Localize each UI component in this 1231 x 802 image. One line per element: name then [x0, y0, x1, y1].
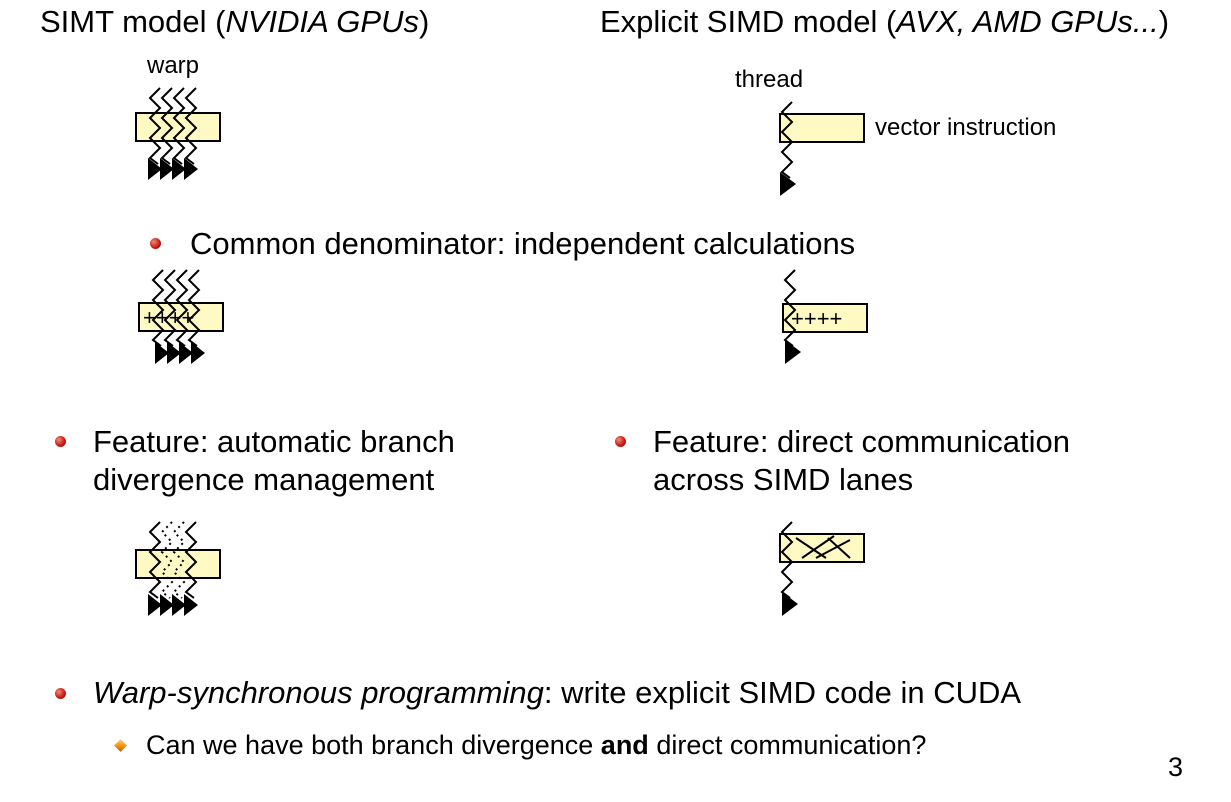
thread-path [172, 87, 186, 165]
thread-arrowhead [780, 172, 796, 196]
page-number: 3 [1168, 752, 1184, 782]
warp-instruction-box [135, 549, 221, 579]
inactive-thread-path [160, 521, 174, 599]
thread-path [160, 87, 174, 165]
plus-signs: ++++ [791, 306, 842, 331]
thread-arrowhead [184, 158, 198, 180]
thread-path [148, 87, 162, 165]
bullet-dot [150, 238, 161, 249]
thread-arrowhead [148, 594, 162, 616]
thread-arrowhead [184, 594, 198, 616]
bullet-dot [55, 688, 66, 699]
feature-simt-line1: Feature: automatic branch [93, 424, 455, 459]
thread-path [184, 521, 198, 599]
thread-path [187, 269, 201, 347]
thread-arrowhead [785, 340, 801, 364]
thread-path [148, 521, 162, 599]
bullet-dot [55, 436, 66, 447]
simt-branch-divergence-diagram [135, 521, 221, 616]
thread-path [163, 269, 177, 347]
thread-arrowhead [782, 592, 798, 616]
thread-arrowhead [172, 594, 186, 616]
lane-exchange-line [815, 539, 851, 559]
common-denominator-bullet: Common denominator: independent calculat… [190, 226, 856, 261]
thread-arrowhead [179, 342, 193, 364]
simd-lane-communication-diagram [779, 521, 865, 616]
simt-warp-diagram [135, 87, 221, 180]
thread-path [175, 269, 189, 347]
thread-path [780, 521, 794, 599]
sub-bullet-question: Can we have both branch divergence and d… [146, 730, 927, 760]
lane-exchange-line [827, 537, 851, 559]
feature-simd-line1: Feature: direct communication [653, 424, 1070, 459]
thread-path [184, 87, 198, 165]
vector-instruction-box [779, 533, 865, 563]
warp-instruction-box [135, 112, 221, 142]
inactive-thread-path [172, 521, 186, 599]
thread-arrowhead [172, 158, 186, 180]
sub-bullet-diamond [114, 739, 127, 752]
thread-arrowhead [167, 342, 181, 364]
thread-path [783, 269, 797, 347]
thread-arrowhead [155, 342, 169, 364]
thread-path [151, 269, 165, 347]
plus-signs: ++++ [143, 305, 194, 330]
feature-simt-line2: divergence management [93, 462, 435, 497]
simd-independent-calc-diagram: ++++ [782, 269, 868, 364]
bullet-dot [615, 436, 626, 447]
warp-synchronous-bullet: Warp-synchronous programming: write expl… [93, 675, 1022, 710]
thread-path [780, 101, 794, 179]
feature-simd-line2: across SIMD lanes [653, 462, 914, 497]
vector-instruction-label: vector instruction [875, 114, 1057, 141]
thread-arrowhead [191, 342, 205, 364]
vector-instruction-box [782, 303, 868, 333]
thread-arrowhead [148, 158, 162, 180]
simt-model-heading: SIMT model (NVIDIA GPUs) [40, 4, 430, 39]
simt-independent-calc-diagram: ++++ [138, 269, 224, 364]
simd-thread-diagram [779, 101, 865, 196]
vector-instruction-box [779, 113, 865, 143]
warp-label: warp [147, 52, 200, 79]
thread-arrowhead [160, 594, 174, 616]
thread-arrowhead [160, 158, 174, 180]
thread-label: thread [735, 66, 804, 93]
simd-model-heading: Explicit SIMD model (AVX, AMD GPUs...) [600, 4, 1170, 39]
